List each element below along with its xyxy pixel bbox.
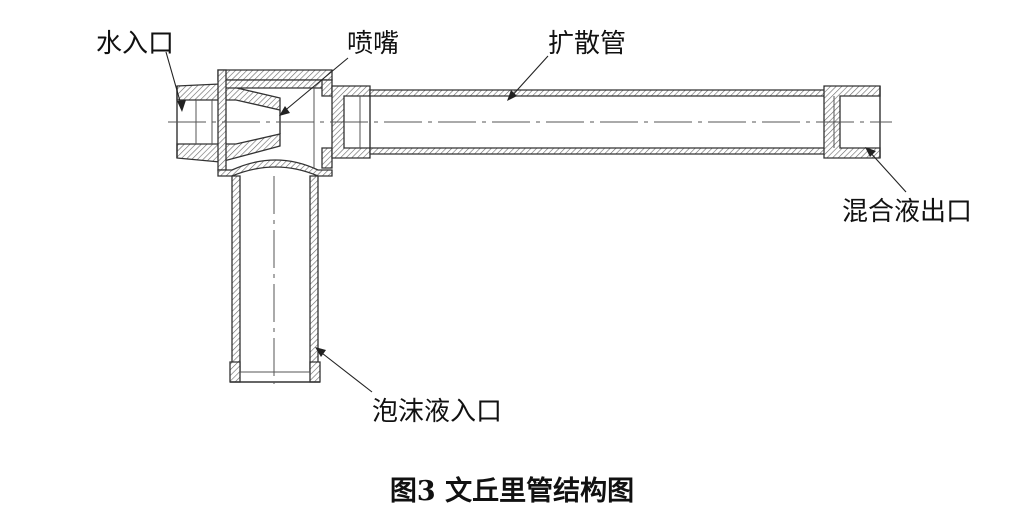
- mixing-chamber: [217, 69, 333, 177]
- nozzle-assembly: [176, 83, 281, 163]
- figure-caption: 图3 文丘里管结构图: [390, 475, 634, 507]
- label-diffuser: 扩散管: [548, 29, 626, 59]
- leader-nozzle: [279, 57, 349, 116]
- leader-foam-inlet: [315, 347, 373, 393]
- label-nozzle: 喷嘴: [347, 29, 399, 59]
- leader-mix-outlet: [865, 147, 907, 193]
- label-water-inlet: 水入口: [96, 29, 174, 59]
- diffuser-pipe: [331, 85, 881, 159]
- label-foam-inlet: 泡沫液入口: [372, 397, 502, 427]
- leader-water-inlet: [165, 51, 186, 112]
- label-mix-outlet: 混合液出口: [842, 197, 972, 227]
- leader-diffuser: [507, 55, 549, 101]
- foam-inlet-pipe: [229, 175, 321, 383]
